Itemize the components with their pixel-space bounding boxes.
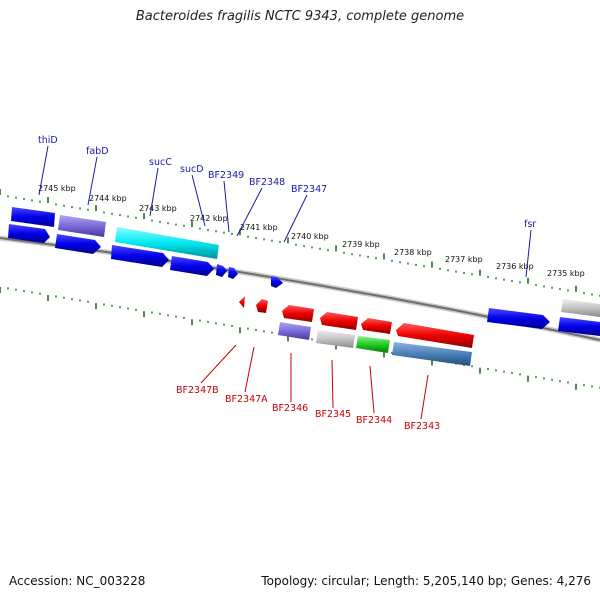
gene-label-BF2346: BF2346 bbox=[272, 403, 308, 414]
scale-label: 2738 kbp bbox=[394, 248, 432, 257]
gene-BF2345 bbox=[316, 330, 355, 348]
scale-labels: 2745 kbp 2744 kbp 2743 kbp 2742 kbp 2741… bbox=[38, 184, 585, 278]
scale-label: 2741 kbp bbox=[240, 223, 278, 232]
gene-label-sucD: sucD bbox=[180, 164, 204, 175]
gene-label-BF2343: BF2343 bbox=[404, 421, 440, 432]
gene-label-BF2349: BF2349 bbox=[208, 170, 244, 181]
gene-labels-bottom: BF2347B BF2347A BF2346 BF2345 BF2344 BF2… bbox=[176, 385, 440, 432]
gene-label-BF2347A: BF2347A bbox=[225, 394, 268, 405]
gene-label-fsr: fsr bbox=[524, 219, 536, 230]
gene-sucC-lower bbox=[111, 245, 169, 267]
gene-BF2347A bbox=[256, 299, 268, 313]
gene-label-BF2345: BF2345 bbox=[315, 409, 351, 420]
leader-lines bbox=[38, 145, 532, 420]
gene-sucC bbox=[115, 227, 219, 259]
gene-BF2343 bbox=[392, 342, 472, 366]
gene-BF2348 bbox=[228, 267, 238, 279]
scale-label: 2743 kbp bbox=[139, 204, 177, 213]
gene-BF2347B bbox=[239, 296, 245, 308]
gene-label-BF2347: BF2347 bbox=[291, 184, 327, 195]
gene-gray-top-right bbox=[561, 299, 600, 317]
scale-label: 2736 kbp bbox=[496, 262, 534, 271]
gene-fabD bbox=[58, 215, 106, 237]
accession-text: Accession: NC_003228 bbox=[9, 574, 146, 588]
gene-label-BF2347B: BF2347B bbox=[176, 385, 219, 396]
gene-fsr bbox=[487, 308, 550, 329]
gene-BF2347 bbox=[271, 276, 283, 288]
gene-fabD-lower bbox=[55, 234, 101, 254]
gene-label-sucC: sucC bbox=[149, 157, 172, 168]
scale-label: 2737 kbp bbox=[445, 255, 483, 264]
scale-label: 2740 kbp bbox=[291, 232, 329, 241]
scale-label: 2735 kbp bbox=[547, 269, 585, 278]
scale-label: 2739 kbp bbox=[342, 240, 380, 249]
scale-label: 2744 kbp bbox=[89, 194, 127, 203]
gene-BF2343-red bbox=[396, 323, 474, 348]
gene-sucD bbox=[170, 256, 214, 276]
gene-thiD-lower bbox=[8, 224, 50, 243]
gene-label-fabD: fabD bbox=[86, 146, 109, 157]
gene-blue-right bbox=[558, 317, 600, 336]
gene-label-BF2344: BF2344 bbox=[356, 415, 392, 426]
gene-BF2345-red bbox=[320, 312, 358, 330]
scale-label: 2745 kbp bbox=[38, 184, 76, 193]
map-title: Bacteroides fragilis NCTC 9343, complete… bbox=[135, 9, 465, 24]
gene-BF2344-red bbox=[361, 318, 392, 334]
gene-BF2346 bbox=[278, 322, 311, 340]
gene-features bbox=[8, 207, 600, 366]
tick-marks bbox=[0, 189, 600, 390]
gene-BF2344 bbox=[356, 336, 390, 353]
gene-label-BF2348: BF2348 bbox=[249, 177, 285, 188]
gene-BF2349 bbox=[216, 264, 227, 277]
gene-labels-top: thiD fabD sucC sucD BF2349 BF2348 BF2347… bbox=[38, 135, 536, 230]
gene-label-thiD: thiD bbox=[38, 135, 58, 146]
gene-thiD-upper bbox=[11, 207, 55, 227]
gene-BF2346-red bbox=[282, 305, 314, 322]
genome-summary-text: Topology: circular; Length: 5,205,140 bp… bbox=[261, 574, 591, 588]
scale-label: 2742 kbp bbox=[190, 214, 228, 223]
